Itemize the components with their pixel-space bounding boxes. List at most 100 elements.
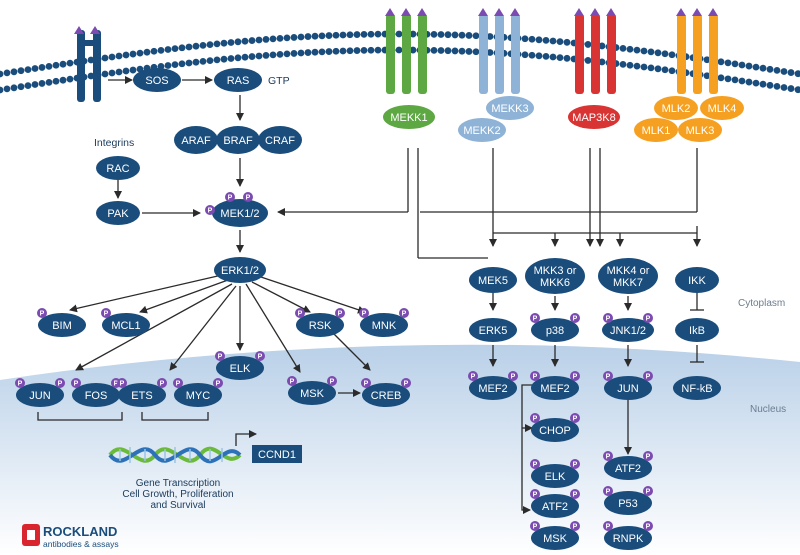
phospho-label: P — [606, 316, 611, 323]
phospho-marker — [530, 371, 540, 381]
node-label: MKK4 or — [607, 265, 650, 277]
phospho-marker — [287, 376, 297, 386]
phospho-label: P — [646, 316, 651, 323]
phospho-label: P — [298, 311, 303, 318]
node-label: ELK — [230, 363, 251, 375]
phospho-marker — [530, 413, 540, 423]
node-label: MEK1/2 — [220, 208, 259, 220]
phospho-label: P — [364, 381, 369, 388]
node-label: CREB — [371, 390, 402, 402]
nucleus-label: Nucleus — [750, 404, 786, 415]
node-label: IKK — [688, 275, 706, 287]
node-label: MNK — [372, 320, 397, 332]
node-mekk3: MEKK3 — [486, 96, 534, 120]
phospho-label: P — [258, 354, 263, 361]
node-label: MEKK3 — [491, 103, 528, 115]
phospho-label: P — [218, 354, 223, 361]
phospho-marker — [215, 351, 225, 361]
phospho-marker — [157, 378, 167, 388]
phospho-label: P — [471, 374, 476, 381]
node-label: CHOP — [539, 425, 571, 437]
phospho-label: P — [606, 454, 611, 461]
phospho-marker — [173, 378, 183, 388]
phospho-label: P — [606, 489, 611, 496]
phospho-marker — [55, 378, 65, 388]
node-label: ATF2 — [615, 463, 641, 475]
phospho-label: P — [646, 489, 651, 496]
node-label: MLK3 — [686, 125, 715, 137]
node-label: MKK6 — [540, 277, 570, 289]
node-label: BRAF — [223, 135, 253, 147]
node-label: ARAF — [181, 135, 211, 147]
node-label: MEKK1 — [390, 112, 427, 124]
node-label: MLK1 — [642, 125, 671, 137]
node-ras: RAS — [214, 68, 262, 92]
phospho-label: P — [290, 379, 295, 386]
phospho-label: P — [646, 454, 651, 461]
phospho-marker — [37, 308, 47, 318]
node-nfkb: NF-kB — [673, 376, 721, 400]
node-label: RAC — [106, 163, 129, 175]
phospho-marker — [530, 459, 540, 469]
phospho-label: P — [208, 208, 213, 215]
node-mlk3: MLK3 — [678, 118, 722, 142]
phospho-marker — [570, 489, 580, 499]
node-mek5: MEK5 — [469, 267, 517, 293]
phospho-marker — [508, 371, 518, 381]
phospho-label: P — [533, 416, 538, 423]
receptor-green — [386, 14, 427, 94]
node-label: MLK4 — [708, 103, 737, 115]
phospho-label: P — [228, 195, 233, 202]
gene-caption-line2: Cell Growth, Proliferation — [122, 489, 233, 500]
node-label: SOS — [145, 75, 168, 87]
gtp-label: GTP — [268, 75, 290, 87]
node-label: NF-kB — [681, 383, 712, 395]
ccnd1-box — [252, 445, 302, 463]
phospho-marker — [643, 521, 653, 531]
phospho-label: P — [573, 374, 578, 381]
phospho-marker — [603, 313, 613, 323]
phospho-label: P — [104, 311, 109, 318]
phospho-label: P — [402, 311, 407, 318]
node-craf: CRAF — [258, 126, 302, 154]
phospho-label: P — [404, 381, 409, 388]
ccnd1-label: CCND1 — [258, 449, 296, 461]
phospho-marker — [468, 371, 478, 381]
node-label: MCL1 — [111, 320, 140, 332]
node-label: IkB — [689, 325, 705, 337]
dna-helix-icon — [108, 446, 242, 464]
node-label: MEF2 — [478, 383, 507, 395]
node-label: P53 — [618, 498, 638, 510]
node-ikk: IKK — [675, 267, 719, 293]
phospho-label: P — [573, 462, 578, 469]
node-label: BIM — [52, 320, 72, 332]
receptor-orange — [677, 14, 718, 94]
phospho-marker — [530, 489, 540, 499]
phospho-marker — [15, 378, 25, 388]
node-braf: BRAF — [216, 126, 260, 154]
node-label: MKK3 or — [534, 265, 577, 277]
phospho-label: P — [120, 381, 125, 388]
phospho-marker — [603, 521, 613, 531]
phospho-label: P — [160, 381, 165, 388]
phospho-label: P — [114, 381, 119, 388]
node-map3k8: MAP3K8 — [568, 105, 620, 129]
logo-tagline: antibodies & assays — [43, 539, 119, 549]
phospho-label: P — [646, 524, 651, 531]
node-label: MAP3K8 — [572, 112, 615, 124]
node-erk12: ERK1/2 — [214, 257, 266, 283]
phospho-label: P — [606, 524, 611, 531]
receptor-red — [575, 14, 616, 94]
node-label: MSK — [543, 533, 568, 545]
